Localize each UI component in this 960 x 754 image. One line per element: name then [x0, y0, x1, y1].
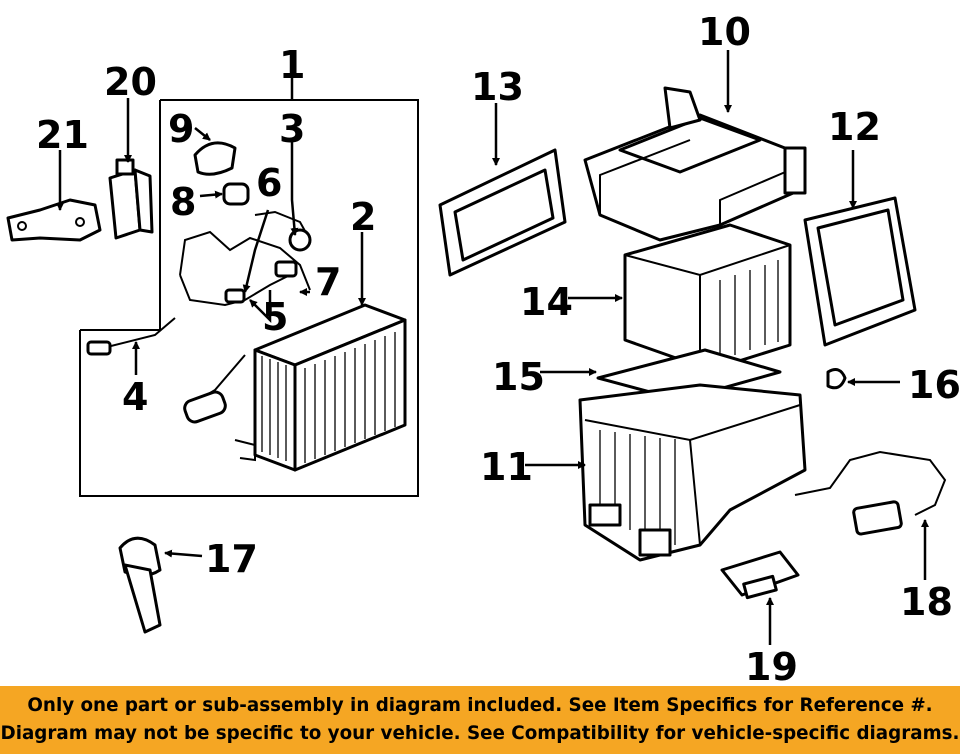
callout-2: 2 — [350, 195, 376, 239]
callout-3: 3 — [279, 107, 305, 151]
callout-20: 20 — [104, 60, 157, 104]
leader-lines — [56, 50, 929, 645]
sensor-harness — [794, 450, 947, 536]
grommet-part — [193, 141, 237, 176]
callout-9: 9 — [168, 107, 194, 151]
thermistor-probe — [86, 317, 176, 356]
callout-8: 8 — [170, 180, 196, 224]
callout-19: 19 — [745, 645, 798, 686]
relay-part — [108, 158, 154, 240]
callout-labels: 1 2 3 4 5 6 7 8 9 10 11 12 13 14 15 16 1… — [36, 10, 960, 686]
drain-hose — [118, 536, 162, 634]
small-clip — [826, 368, 847, 390]
callout-15: 15 — [492, 355, 545, 399]
callout-5: 5 — [262, 295, 288, 339]
exploded-parts-diagram: 1 2 3 4 5 6 7 8 9 10 11 12 13 14 15 16 1… — [6, 10, 960, 686]
disclaimer-line-2: Diagram may not be specific to your vehi… — [0, 723, 960, 744]
callout-16: 16 — [908, 363, 960, 407]
callout-1: 1 — [279, 43, 305, 87]
disclaimer-line-1: Only one part or sub-assembly in diagram… — [27, 695, 933, 716]
filter-frame-left — [438, 148, 567, 277]
evaporator-core — [234, 303, 407, 472]
callout-4: 4 — [122, 375, 148, 419]
connector-part — [720, 550, 800, 600]
lower-case — [578, 383, 807, 562]
disclaimer-banner: Only one part or sub-assembly in diagram… — [0, 686, 960, 754]
callout-14: 14 — [520, 280, 573, 324]
evaporator-group-bracket — [79, 99, 419, 497]
callout-17: 17 — [205, 537, 258, 581]
callout-7: 7 — [315, 260, 341, 304]
middle-case — [623, 223, 792, 372]
callout-11: 11 — [480, 445, 533, 489]
callout-6: 6 — [256, 161, 282, 205]
callout-12: 12 — [828, 105, 881, 149]
expansion-valve-pipes — [179, 210, 312, 424]
clip-part — [222, 182, 250, 206]
upper-case — [583, 86, 807, 242]
callout-10: 10 — [698, 10, 751, 54]
callout-13: 13 — [471, 65, 524, 109]
filter-frame-right — [803, 196, 917, 347]
callout-18: 18 — [900, 580, 953, 624]
callout-21: 21 — [36, 113, 89, 157]
mounting-bracket — [6, 198, 102, 242]
